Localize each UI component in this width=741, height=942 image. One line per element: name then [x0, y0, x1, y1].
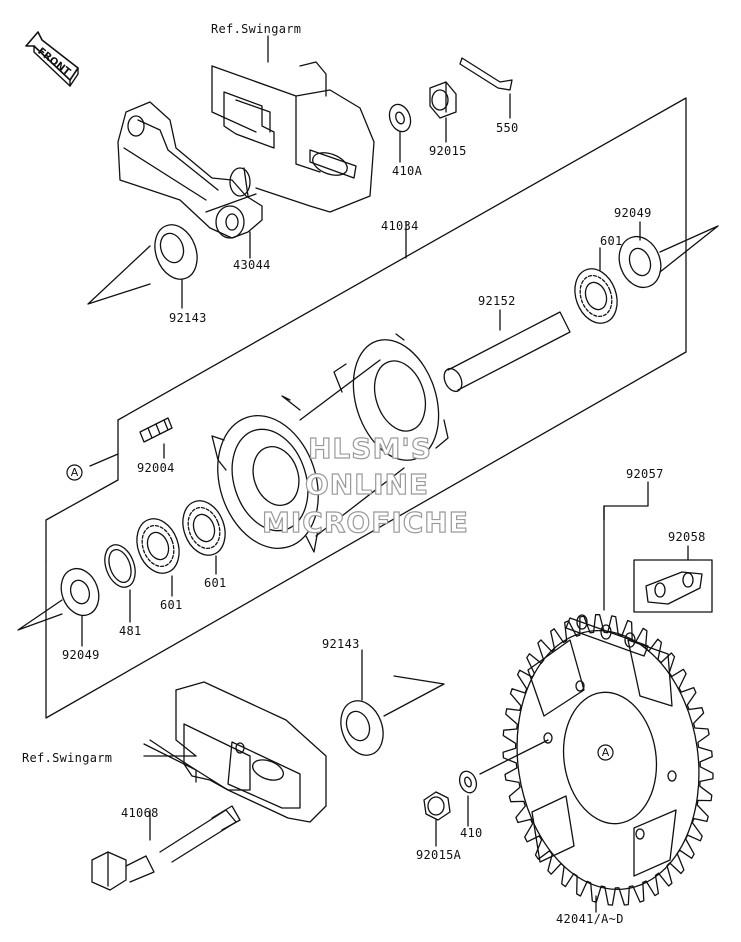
callout-circle-icon [66, 464, 83, 481]
washer-410a-drawing [388, 103, 412, 133]
seal-92049-left-drawing [17, 567, 100, 631]
sprocket-42041-drawing [502, 614, 714, 906]
bracket-92057 [603, 481, 689, 611]
watermark-line-2: ONLINE [304, 468, 430, 501]
label-43044[interactable]: 43044 [233, 258, 271, 272]
bearing-601-right-drawing [574, 268, 618, 324]
leader-a-callout-left [89, 453, 119, 467]
label-92152[interactable]: 92152 [478, 294, 516, 308]
label-ref-swingarm-top[interactable]: Ref.Swingarm [211, 22, 302, 36]
hub-assembly-frame [45, 97, 687, 719]
swingarm-lower-drawing [143, 681, 327, 823]
callout-a-left-text: A [70, 466, 79, 479]
label-92143-top[interactable]: 92143 [169, 311, 207, 325]
swingarm-upper-drawing [117, 61, 375, 239]
nut-92015-drawing [429, 81, 457, 119]
stud-92004-drawing [139, 417, 173, 443]
watermark-line-1: HLSM'S [307, 432, 433, 465]
label-481[interactable]: 481 [119, 624, 142, 638]
cotter-pin-550-drawing [459, 57, 513, 91]
nut-92015a-drawing [423, 791, 451, 821]
label-601-mid[interactable]: 601 [204, 576, 227, 590]
front-arrow-icon [25, 31, 79, 87]
rear-hub-drawing [211, 333, 449, 553]
label-410[interactable]: 410 [460, 826, 483, 840]
label-92049-right[interactable]: 92049 [614, 206, 652, 220]
label-601-left[interactable]: 601 [160, 598, 183, 612]
callout-circle-icon [597, 744, 614, 761]
label-92015a[interactable]: 92015A [416, 848, 462, 862]
label-92015[interactable]: 92015 [429, 144, 467, 158]
seal-92049-right-drawing [618, 225, 719, 289]
bolt-41068-drawing [91, 805, 241, 891]
label-601-right[interactable]: 601 [600, 234, 623, 248]
callout-a-left: A [66, 464, 83, 481]
label-92004[interactable]: 92004 [137, 461, 175, 475]
axle-line [205, 193, 257, 213]
label-ref-swingarm-bottom[interactable]: Ref.Swingarm [22, 751, 113, 765]
washer-410-drawing [458, 770, 478, 794]
callout-a-right-text: A [601, 746, 610, 759]
label-410a[interactable]: 410A [392, 164, 423, 178]
callout-a-right: A [597, 744, 614, 761]
label-42041[interactable]: 42041/A~D [556, 912, 624, 926]
spacer-92143-top-drawing [87, 224, 198, 305]
spacer-92143-bottom-drawing [340, 675, 445, 756]
collar-92152-drawing [443, 311, 571, 393]
label-550[interactable]: 550 [496, 121, 519, 135]
label-41034[interactable]: 41034 [381, 219, 419, 233]
sprocket-bolt-line [479, 739, 549, 775]
bearing-601-left-drawing [136, 518, 180, 574]
label-92049-left[interactable]: 92049 [62, 648, 100, 662]
master-link-92058-drawing [633, 559, 713, 613]
label-41068[interactable]: 41068 [121, 806, 159, 820]
label-92057[interactable]: 92057 [626, 467, 664, 481]
circlip-481-drawing [104, 544, 136, 588]
label-92143-bottom[interactable]: 92143 [322, 637, 360, 651]
bearing-601-mid-drawing [182, 500, 226, 556]
label-92058[interactable]: 92058 [668, 530, 706, 544]
watermark-line-3: MICROFICHE [261, 506, 469, 539]
chain-92057-drawing [565, 614, 649, 657]
